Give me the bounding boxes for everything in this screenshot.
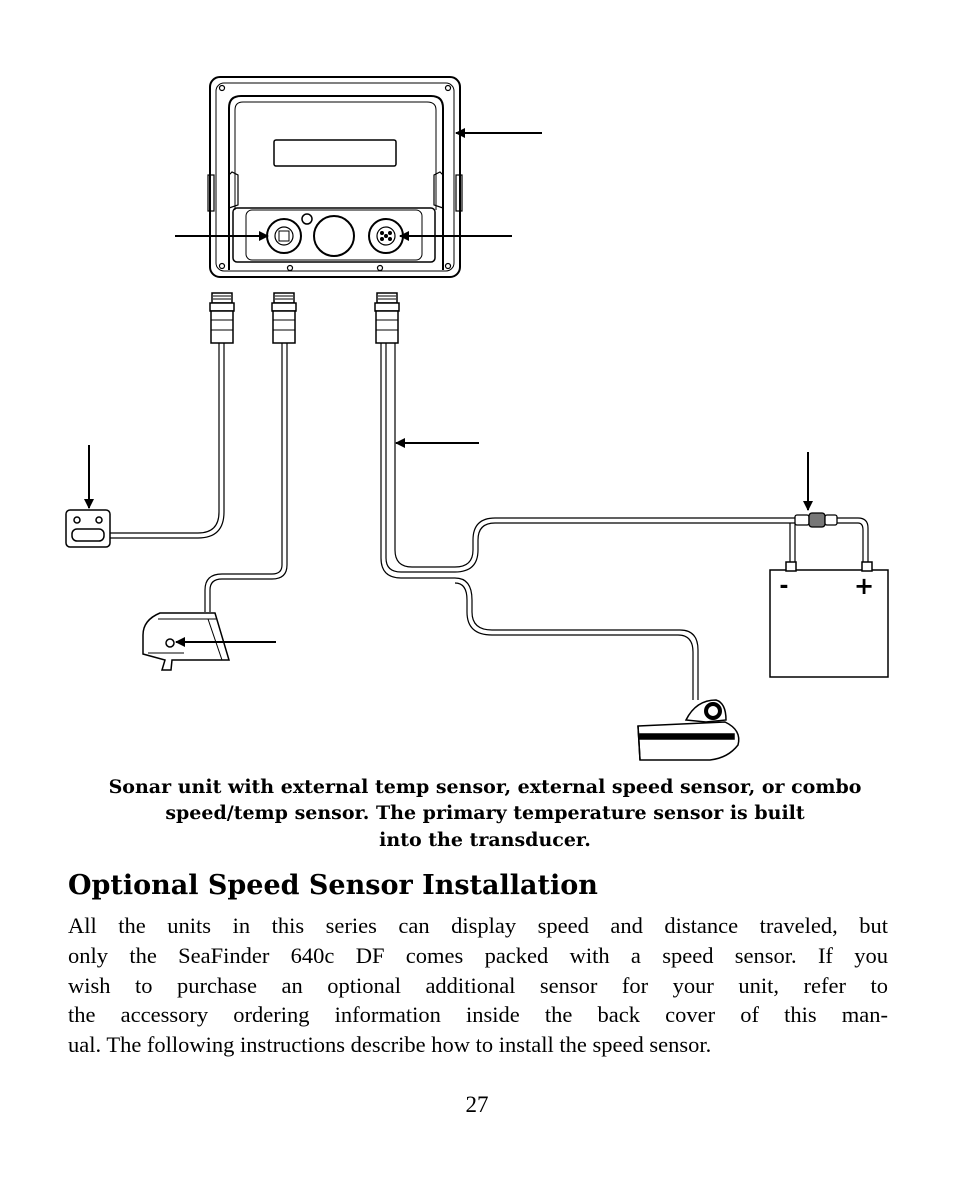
transducer xyxy=(637,699,740,761)
figure-caption-line-1: Sonar unit with external temp sensor, ex… xyxy=(108,776,862,798)
figure-caption-line-2: speed/temp sensor. The primary temperatu… xyxy=(165,802,805,824)
connector-plugs xyxy=(209,292,400,344)
paragraph-line-1: All the units in this series can display… xyxy=(68,913,888,938)
battery xyxy=(769,561,889,678)
battery-minus-label: - xyxy=(779,574,788,599)
speed-sensor-cable xyxy=(204,343,283,612)
arrows xyxy=(84,128,813,647)
power-transducer-connector-plug xyxy=(374,292,400,344)
wiring-diagram: - + xyxy=(65,76,889,761)
cables xyxy=(110,343,869,700)
transducer-cable xyxy=(454,577,699,700)
battery-plus-label: + xyxy=(854,572,874,600)
paragraph-line-4: the accessory ordering information insid… xyxy=(68,1002,888,1027)
temp-connector-plug xyxy=(209,292,235,344)
temp-sensor xyxy=(65,509,111,548)
paragraph-line-3: wish to purchase an optional additional … xyxy=(68,973,888,998)
fuse-holder xyxy=(794,512,838,528)
power-transducer-cable xyxy=(380,343,455,579)
figure-caption-line-3: into the transducer. xyxy=(379,829,591,851)
sonar-unit xyxy=(207,76,463,278)
paragraph-line-5: ual. The following instructions describe… xyxy=(68,1032,712,1057)
speed-connector-plug xyxy=(271,292,297,344)
page-number: 27 xyxy=(465,1092,489,1117)
paragraph-line-2: only the SeaFinder 640c DF comes packed … xyxy=(68,943,888,968)
temp-sensor-cable xyxy=(110,343,220,534)
section-heading: Optional Speed Sensor Installation xyxy=(68,870,598,901)
